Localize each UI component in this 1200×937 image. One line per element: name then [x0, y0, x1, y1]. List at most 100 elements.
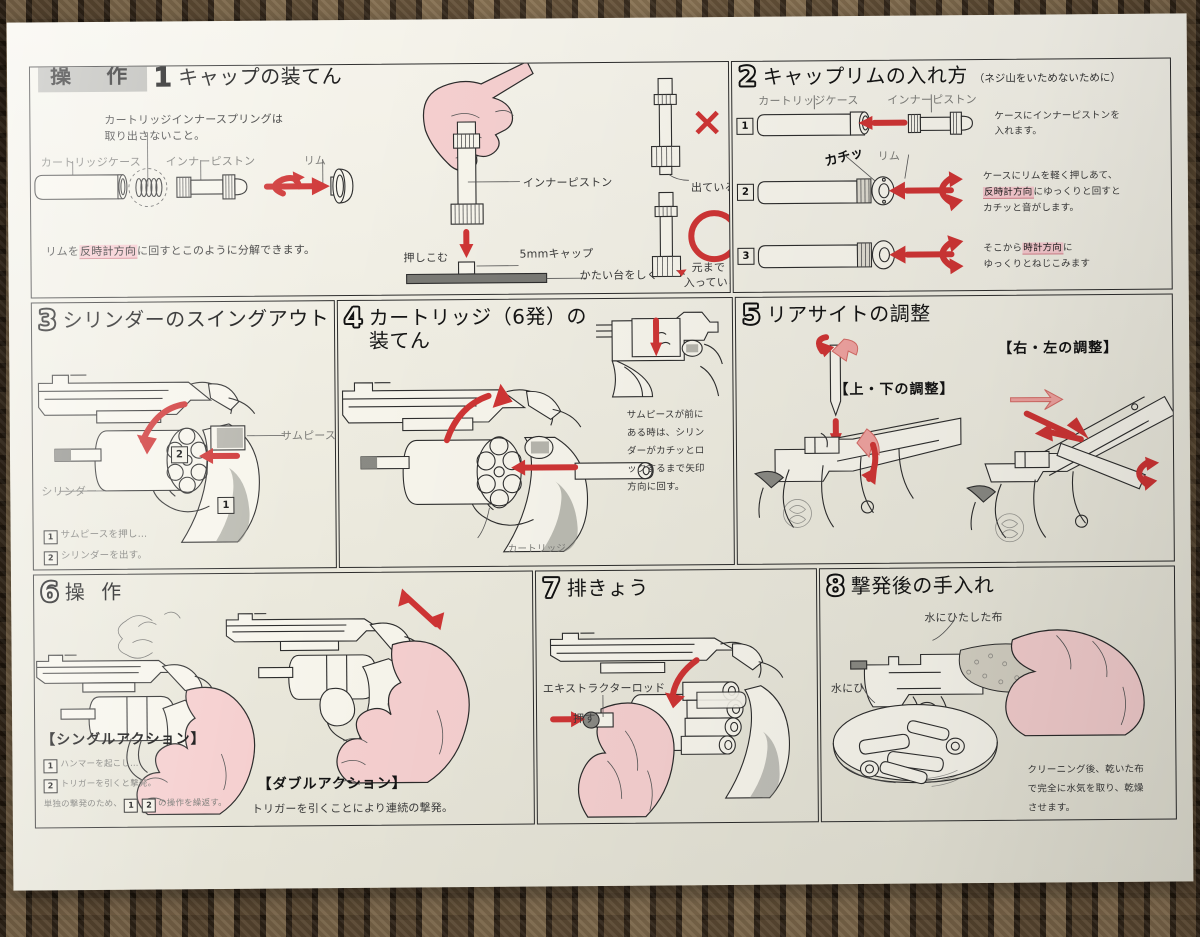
step-2-3-text-1: そこから時計方向に: [983, 241, 1073, 255]
sa-repeat-post: の操作を繰返す。: [158, 798, 227, 809]
section-5-number: 5: [741, 299, 762, 331]
section-4-number: 4: [343, 302, 364, 335]
step-2-2-pre: ケースにリムを軽く押しあて、: [982, 169, 1118, 182]
rear-sight-updown-diagram: [748, 334, 962, 558]
section-3-step-2-text: シリンダーを出す。: [60, 549, 148, 562]
label-wet-cloth: 水にひたした布: [924, 610, 1003, 625]
step-box-2-1: 1: [736, 117, 754, 135]
rotate-arrow-5: [1136, 456, 1160, 491]
section-4-note-3: ダーがカチッとロ: [626, 445, 705, 457]
label-5mm-cap: 5mmキャップ: [519, 247, 594, 261]
label-sticking-out: 出ている: [690, 180, 730, 195]
section-8-number: 8: [825, 571, 846, 603]
step-2-3-highlight: 時計方向: [1022, 242, 1064, 255]
sa-repeat-pre: 単独の撃発のため、: [43, 798, 123, 810]
callout-box-3-1: 1: [217, 496, 235, 515]
section-1-number: 1: [153, 62, 173, 94]
rear-sight-leftright-diagram: [964, 355, 1174, 557]
section-8-note-2: で完全に水気を取り、乾燥: [1027, 782, 1144, 795]
sa-step-2-box: 2: [43, 779, 58, 794]
label-rim-2: リム: [877, 149, 901, 163]
label-fully-in-1: 元まで: [691, 261, 726, 275]
section-7-number: 7: [541, 573, 562, 605]
label-inner-piston-2: インナーピストン: [522, 175, 613, 190]
sa-step-2-text: トリガーを引くと撃発。: [60, 778, 157, 790]
step-2-3-pre: そこから: [983, 242, 1023, 254]
bottom-note-post: に回すとこのように分解できます。: [136, 243, 316, 258]
revolver-loading-diagram: [338, 350, 734, 557]
spring-note-line-2: 取り出さないこと。: [104, 129, 206, 143]
step-box-3-2: 2: [43, 551, 58, 566]
section-3-number: 3: [37, 305, 58, 337]
section-4-inset-detail: [595, 304, 727, 405]
label-single-action: 【シングルアクション】: [41, 731, 206, 749]
sa-repeat-box-1: 1: [124, 798, 139, 813]
label-cylinder: シリンダー: [41, 484, 98, 499]
step-2-1-text-1: ケースにインナーピストンを: [994, 109, 1121, 122]
section-4-title: カートリッジ（6発）の 装てん: [368, 304, 588, 353]
section-4-note-1: サムピースが前に: [626, 409, 704, 421]
section-3-header: 3 シリンダーのスイングアウト: [37, 305, 330, 337]
rotate-arrow-red: [263, 171, 330, 197]
da-note: トリガーを引くことにより連続の撃発。: [251, 801, 454, 816]
exploded-cartridge-diagram: [31, 132, 392, 244]
single-action-diagram: [34, 603, 296, 825]
step-2-2-highlight: 反時計方向: [982, 186, 1034, 199]
section-8-title: 撃発後の手入れ: [850, 572, 995, 599]
panel-section-6: 6 操 作: [32, 570, 535, 829]
section-1-header: 操 作 1 キャップの装てん: [37, 61, 343, 94]
hand-press-piston-diagram: [395, 61, 647, 295]
step-2-2-text-1: ケースにリムを軽く押しあて、: [983, 169, 1118, 184]
step-2-3-diagram: [757, 234, 997, 282]
section-7-header: 7 排きょう: [541, 573, 649, 605]
label-extractor-rod: エキストラクターロッド: [542, 681, 666, 696]
bottom-note-highlight: 反時計方向: [78, 244, 138, 260]
water-dish-diagram: [831, 682, 1022, 817]
panel-section-2: 2 キャップリムの入れ方 （ネジ山をいためないために） カートリッジケース イン…: [730, 57, 1173, 293]
bottom-note-pre: リムを: [45, 245, 80, 259]
label-fully-in-2: 入っている: [683, 275, 730, 290]
section-2-title: キャップリムの入れ方: [762, 63, 968, 89]
section-4-note-2: ある時は、シリン: [626, 427, 705, 439]
section-4-note-5: 方向に回す。: [627, 481, 685, 493]
label-double-action: 【ダブルアクション】: [257, 775, 407, 793]
panel-section-5: 5 リアサイトの調整 【上・下の調整】 【右・左の調整】: [734, 293, 1175, 565]
panel-section-1: 操 作 1 キャップの装てん カートリッジインナースプリングは 取り出さないこと…: [28, 60, 731, 299]
sa-repeat-box-2: 2: [142, 798, 157, 813]
cleaning-with-cloth-diagram: [850, 619, 1171, 742]
step-2-2-text-2: 反時計方向にゆっくりと回すと: [982, 185, 1121, 200]
step-box-2-3: 3: [737, 247, 755, 265]
step-2-1-text-2: 入れます。: [994, 125, 1043, 137]
panel-section-8: 8 撃発後の手入れ 水にひたした布 水にひたす: [818, 565, 1177, 823]
sa-step-1-box: 1: [43, 759, 58, 774]
section-7-title: 排きょう: [566, 575, 649, 601]
step-2-2-text-3: カチッと音がします。: [983, 202, 1080, 214]
instruction-sheet: 操 作 1 キャップの装てん カートリッジインナースプリングは 取り出さないこと…: [6, 13, 1194, 891]
step-2-1-diagram: [756, 94, 1006, 150]
step-box-3-1: 1: [43, 530, 58, 545]
section-2-header: 2 キャップリムの入れ方 （ネジ山をいためないために）: [737, 61, 1121, 93]
sa-step-1-text: ハンマーを起こし…: [60, 758, 139, 770]
rotate-arrow-2: [939, 171, 964, 212]
mark-bad: ×: [690, 99, 725, 146]
double-action-diagram: [224, 584, 526, 810]
section-2-number: 2: [737, 61, 758, 93]
section-5-header: 5 リアサイトの調整: [741, 299, 931, 331]
page-content: 操 作 1 キャップの装てん カートリッジインナースプリングは 取り出さないこと…: [28, 35, 1179, 876]
label-push-in: 押しこむ: [403, 251, 449, 265]
panel-section-3: 3 シリンダーのスイングアウト: [30, 300, 337, 571]
step-2-3-text-2: ゆっくりとねじこみます: [983, 258, 1091, 270]
panel-section-7: 7 排きょう: [534, 568, 819, 825]
section-8-note-3: させます。: [1027, 802, 1076, 814]
good-bad-examples-diagram: [638, 74, 730, 289]
section-8-note-1: クリーニング後、乾いた布: [1027, 763, 1144, 776]
section-4-title-line-1: カートリッジ（6発）の: [368, 304, 588, 330]
section-1-bottom-note: リムを反時計方向に回すとこのように分解できます。: [45, 242, 315, 260]
step-2-3-post: に: [1062, 242, 1073, 254]
callout-box-3-2: 2: [170, 446, 189, 464]
section-1-title: キャップの装てん: [178, 64, 343, 90]
section-2-subtitle: （ネジ山をいためないために）: [973, 71, 1121, 86]
